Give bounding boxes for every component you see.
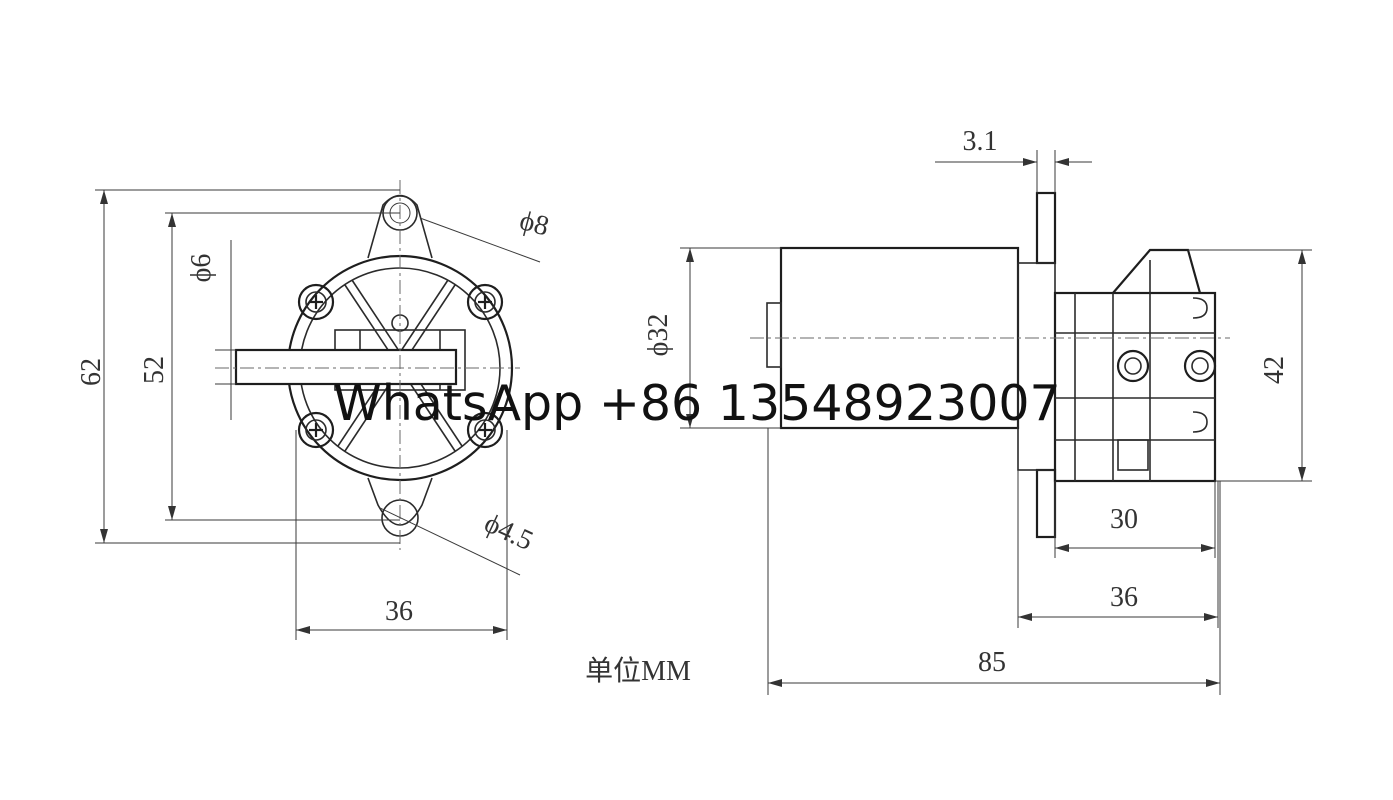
screw-icon xyxy=(466,411,504,449)
label-42: 42 xyxy=(1259,356,1290,384)
dimension-phi6 xyxy=(215,240,236,420)
flange-plate xyxy=(1017,262,1056,471)
label-30: 30 xyxy=(1110,504,1138,535)
label-phi8: ϕ8 xyxy=(516,205,552,242)
screw-icon xyxy=(466,283,504,321)
port-circle-2-inner xyxy=(1191,357,1209,375)
dimension-phi32 xyxy=(680,247,781,429)
dimension-62 xyxy=(95,189,400,544)
pump-port xyxy=(1117,439,1149,471)
label-phi32: ϕ32 xyxy=(643,314,674,357)
label-36-front: 36 xyxy=(385,596,413,627)
port-circle-1-inner xyxy=(1124,357,1142,375)
leader-phi4-5 xyxy=(379,507,521,576)
dimension-36-side xyxy=(1017,470,1219,628)
label-52: 52 xyxy=(139,356,170,384)
front-view xyxy=(95,180,541,640)
label-3-1: 3.1 xyxy=(963,126,998,157)
leader-phi8 xyxy=(419,217,541,263)
unit-label: 单位MM xyxy=(585,655,691,687)
pump-top-bracket xyxy=(1112,248,1202,294)
dimension-30 xyxy=(1054,481,1216,558)
dimension-3-1 xyxy=(935,150,1092,193)
label-85: 85 xyxy=(978,647,1006,678)
dimension-52 xyxy=(165,212,400,521)
dimension-36-front xyxy=(295,430,508,640)
label-62: 62 xyxy=(76,358,107,386)
dimension-85 xyxy=(767,428,1221,695)
screw-icon xyxy=(297,283,335,321)
side-view xyxy=(680,150,1312,695)
dimension-42 xyxy=(1188,249,1312,482)
screw-head-bottom xyxy=(1192,411,1208,433)
port-circle-2 xyxy=(1183,349,1217,383)
shaft-bar xyxy=(234,348,458,386)
label-36-side: 36 xyxy=(1110,582,1138,613)
motor-end-cap xyxy=(766,302,782,368)
watermark-text: WhatsApp +86 13548923007 xyxy=(333,375,1061,432)
screw-head-top xyxy=(1192,297,1208,319)
screw-icon xyxy=(297,411,335,449)
pump-housing xyxy=(1053,291,1217,483)
label-phi4-5: ϕ4.5 xyxy=(479,508,537,557)
flange-bottom xyxy=(1035,468,1057,539)
flange-top xyxy=(1035,191,1057,265)
label-phi6: ϕ6 xyxy=(186,254,217,283)
port-circle-1 xyxy=(1116,349,1150,383)
